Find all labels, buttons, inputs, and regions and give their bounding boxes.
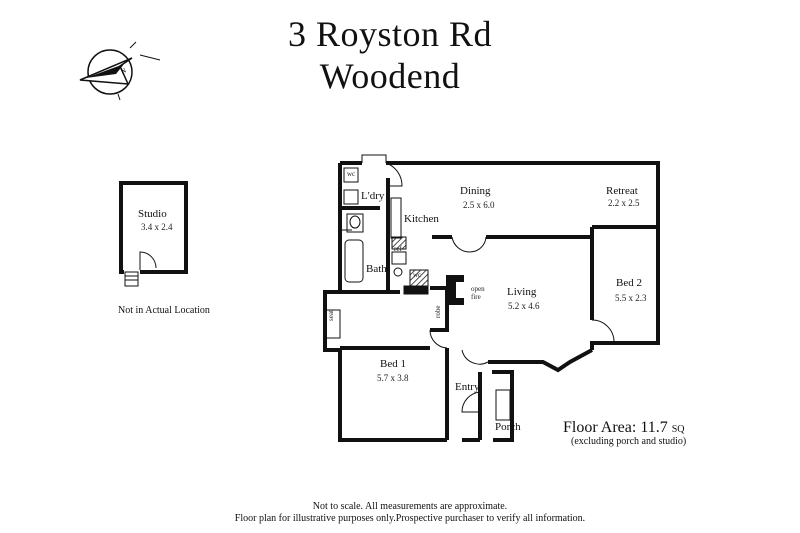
north-compass-icon: N: [79, 41, 161, 101]
laundry-label: L'dry: [361, 190, 385, 202]
retreat-label: Retreat: [606, 185, 638, 197]
floor-area: Floor Area: 11.7 SQ: [563, 419, 685, 437]
robe-label: robe: [434, 305, 442, 318]
ref-label: ref: [394, 245, 402, 253]
bath-label: Bath: [366, 263, 387, 275]
floor-area-note: (excluding porch and studio): [571, 436, 687, 447]
fixtures: [325, 167, 511, 421]
property-address-line1: 3 Royston Rd: [287, 14, 493, 54]
property-address-line2: Woodend: [319, 56, 461, 96]
bed1-dims: 5.7 x 3.8: [377, 373, 409, 383]
bed2-label: Bed 2: [616, 277, 642, 289]
kitchen-label: Kitchen: [404, 213, 439, 225]
wc-label-living: wc: [413, 271, 422, 279]
bed1-label: Bed 1: [380, 358, 406, 370]
dining-dims: 2.5 x 6.0: [463, 200, 495, 210]
floor-area-unit: SQ: [671, 424, 685, 435]
disclaimer-line2: Floor plan for illustrative purposes onl…: [234, 513, 586, 524]
studio-dims: 3.4 x 2.4: [141, 222, 173, 232]
living-dims: 5.2 x 4.6: [508, 301, 540, 311]
dining-label: Dining: [460, 185, 491, 197]
studio-outline: [119, 181, 188, 287]
studio-label: Studio: [138, 208, 167, 220]
floor-area-value: Floor Area: 11.7: [563, 419, 668, 436]
entry-label: Entry: [455, 381, 480, 393]
open-fire-label-line2: fire: [471, 293, 481, 301]
disclaimer-line1: Not to scale. All measurements are appro…: [312, 501, 508, 512]
open-fire-label-line1: open: [471, 285, 485, 293]
porch-label: Porch: [495, 421, 521, 433]
studio-location-note: Not in Actual Location: [118, 305, 210, 316]
svg-text:N: N: [119, 66, 127, 75]
seat-label: seat: [327, 310, 335, 321]
door-swings: [340, 154, 615, 441]
living-label: Living: [507, 286, 537, 298]
wc-label-laundry: wc: [347, 170, 356, 178]
bed2-dims: 5.5 x 2.3: [615, 293, 647, 303]
retreat-dims: 2.2 x 2.5: [608, 198, 640, 208]
